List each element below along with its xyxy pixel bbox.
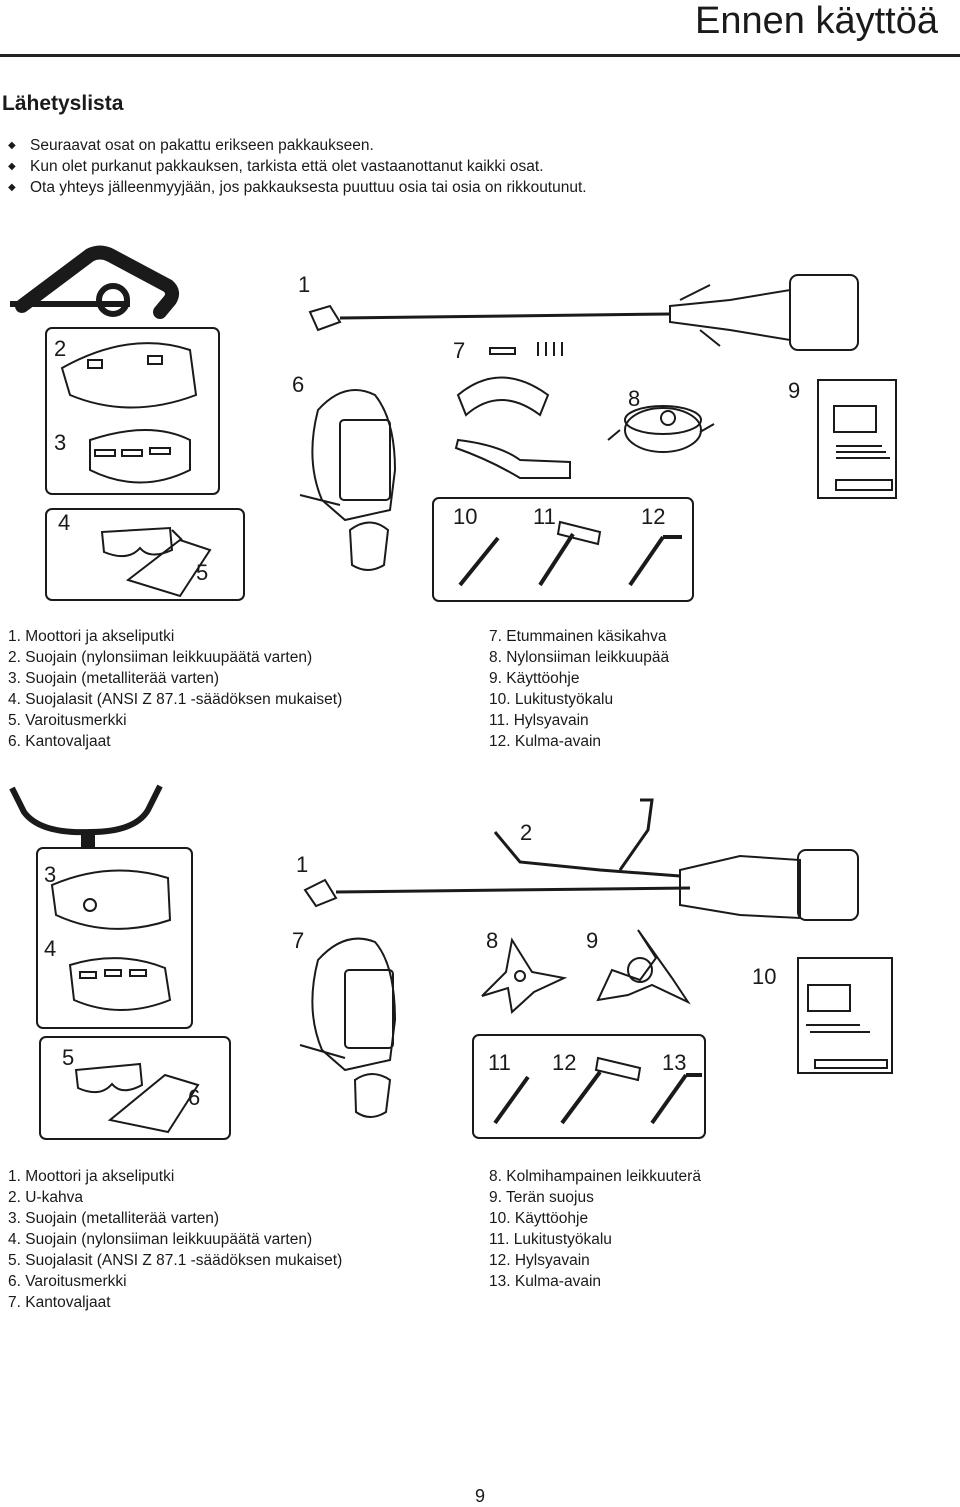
legend-item: 10. Käyttöohje [489,1210,589,1227]
callout-7: 7 [292,928,304,953]
guard-nylon-drawing-2 [68,957,172,1011]
legend-item: 1. Moottori ja akseliputki [8,628,175,645]
callout-9: 9 [788,378,800,403]
manual-drawing [817,379,897,499]
bullet-text: Ota yhteys jälleenmyyjään, jos pakkaukse… [30,179,587,196]
bullet-list: ◆ Seuraavat osat on pakattu erikseen pakk… [8,135,587,198]
trimmer-head-drawing [607,405,715,453]
legend-item: 4. Suojalasit (ANSI Z 87.1 -säädöksen mu… [8,691,343,708]
figure-2-parts-illustration: 1 2 3 4 5 6 7 8 9 10 11 12 13 [9,784,893,1140]
callout-6: 6 [292,372,304,397]
glasses-panel-2 [39,1036,231,1140]
guards-panel [45,327,220,495]
legend-item: 3. Suojain (metalliterää varten) [8,1210,220,1227]
callout-13: 13 [662,1050,686,1075]
callout-4: 4 [44,936,56,961]
callout-3: 3 [44,862,56,887]
diamond-bullet-icon: ◆ [8,161,16,172]
legend-1-right: 7. Etummainen käsikahva 8. Nylonsiiman l… [489,626,669,752]
legend-item: 2. Suojain (nylonsiiman leikkuupäätä var… [8,649,313,666]
callout-5: 5 [62,1045,74,1070]
legend-item: 11. Hylsyavain [489,712,589,729]
callout-9: 9 [586,928,598,953]
safety-glasses-drawing [100,526,212,598]
legend-2-left: 1. Moottori ja akseliputki 2. U-kahva 3.… [8,1166,342,1313]
manual-drawing-2 [797,957,893,1074]
glasses-panel [45,508,245,601]
callout-1: 1 [296,852,308,877]
legend-item: 12. Hylsyavain [489,1252,590,1269]
legend-item: 11. Lukitustyökalu [489,1231,612,1248]
legend-2-right: 8. Kolmihampainen leikkuuterä 9. Terän s… [489,1166,701,1292]
three-tooth-blade-drawing [481,937,568,1014]
guard-nylon-drawing [60,342,198,409]
tools-panel [432,497,694,602]
legend-item: 4. Suojain (nylonsiiman leikkuupäätä var… [8,1231,313,1248]
callout-3: 3 [54,430,66,455]
callout-10: 10 [453,504,477,529]
section-title: Lähetyslista [2,92,124,115]
legend-1-left: 1. Moottori ja akseliputki 2. Suojain (n… [8,626,342,752]
legend-item: 10. Lukitustyökalu [489,691,614,708]
harness-drawing [299,389,397,571]
bullet-item: ◆ Ota yhteys jälleenmyyjään, jos pakkauks… [8,177,587,198]
guards-panel-2 [36,847,193,1029]
callout-8: 8 [628,386,640,411]
callout-6: 6 [188,1085,200,1110]
handle-loop-drawing [10,245,180,319]
callout-2: 2 [520,820,532,845]
page-number: 9 [474,1486,485,1506]
callout-11: 11 [488,1050,511,1075]
guard-metal-drawing-2 [50,869,172,930]
callout-10: 10 [752,964,776,989]
guard-metal-drawing [89,429,191,484]
front-handle-drawing [454,342,571,479]
legend-item: 6. Varoitusmerkki [8,1273,127,1290]
tools-drawing-2 [493,1056,702,1125]
legend-item: 5. Varoitusmerkki [8,712,127,729]
engine-shaft-drawing-2 [303,798,859,921]
legend-item: 1. Moottori ja akseliputki [8,1168,175,1185]
harness-drawing-2 [299,937,397,1118]
callout-11: 11 [533,504,556,529]
callout-4: 4 [58,510,70,535]
legend-item: 3. Suojain (metalliterää varten) [8,670,220,687]
legend-item: 9. Terän suojus [489,1189,594,1206]
legend-item: 13. Kulma-avain [489,1273,602,1290]
page-header-title: Ennen käyttöä [695,0,938,42]
tools-panel-2 [472,1034,706,1139]
legend-item: 7. Etummainen käsikahva [489,628,667,645]
callout-1: 1 [298,272,310,297]
diamond-bullet-icon: ◆ [8,140,16,151]
figure-1-parts-illustration: 1 2 3 4 5 6 7 8 9 10 11 12 [10,245,897,602]
blade-cover-drawing [596,929,691,1005]
legend-item: 12. Kulma-avain [489,733,602,750]
callout-2: 2 [54,336,66,361]
legend-item: 2. U-kahva [8,1189,83,1206]
header-rule [0,54,960,57]
legend-item: 8. Nylonsiiman leikkuupää [489,649,670,666]
callout-8: 8 [486,928,498,953]
tools-drawing [458,520,682,587]
legend-item: 8. Kolmihampainen leikkuuterä [489,1168,701,1185]
callout-12: 12 [641,504,665,529]
legend-item: 9. Käyttöohje [489,670,580,687]
bullet-item: ◆ Seuraavat osat on pakattu erikseen pakk… [8,135,587,156]
callout-12: 12 [552,1050,576,1075]
legend-item: 5. Suojalasit (ANSI Z 87.1 -säädöksen mu… [8,1252,343,1269]
legend-item: 7. Kantovaljaat [8,1294,111,1311]
diamond-bullet-icon: ◆ [8,182,16,193]
safety-glasses-drawing-2 [74,1062,200,1134]
engine-shaft-drawing [308,274,859,351]
callout-7: 7 [453,338,465,363]
callout-5: 5 [196,560,208,585]
u-handle-drawing [9,784,163,849]
bullet-text: Kun olet purkanut pakkauksen, tarkista e… [30,158,544,175]
bullet-item: ◆ Kun olet purkanut pakkauksen, tarkista … [8,156,587,177]
legend-item: 6. Kantovaljaat [8,733,111,750]
bullet-text: Seuraavat osat on pakattu erikseen pakka… [30,137,374,154]
